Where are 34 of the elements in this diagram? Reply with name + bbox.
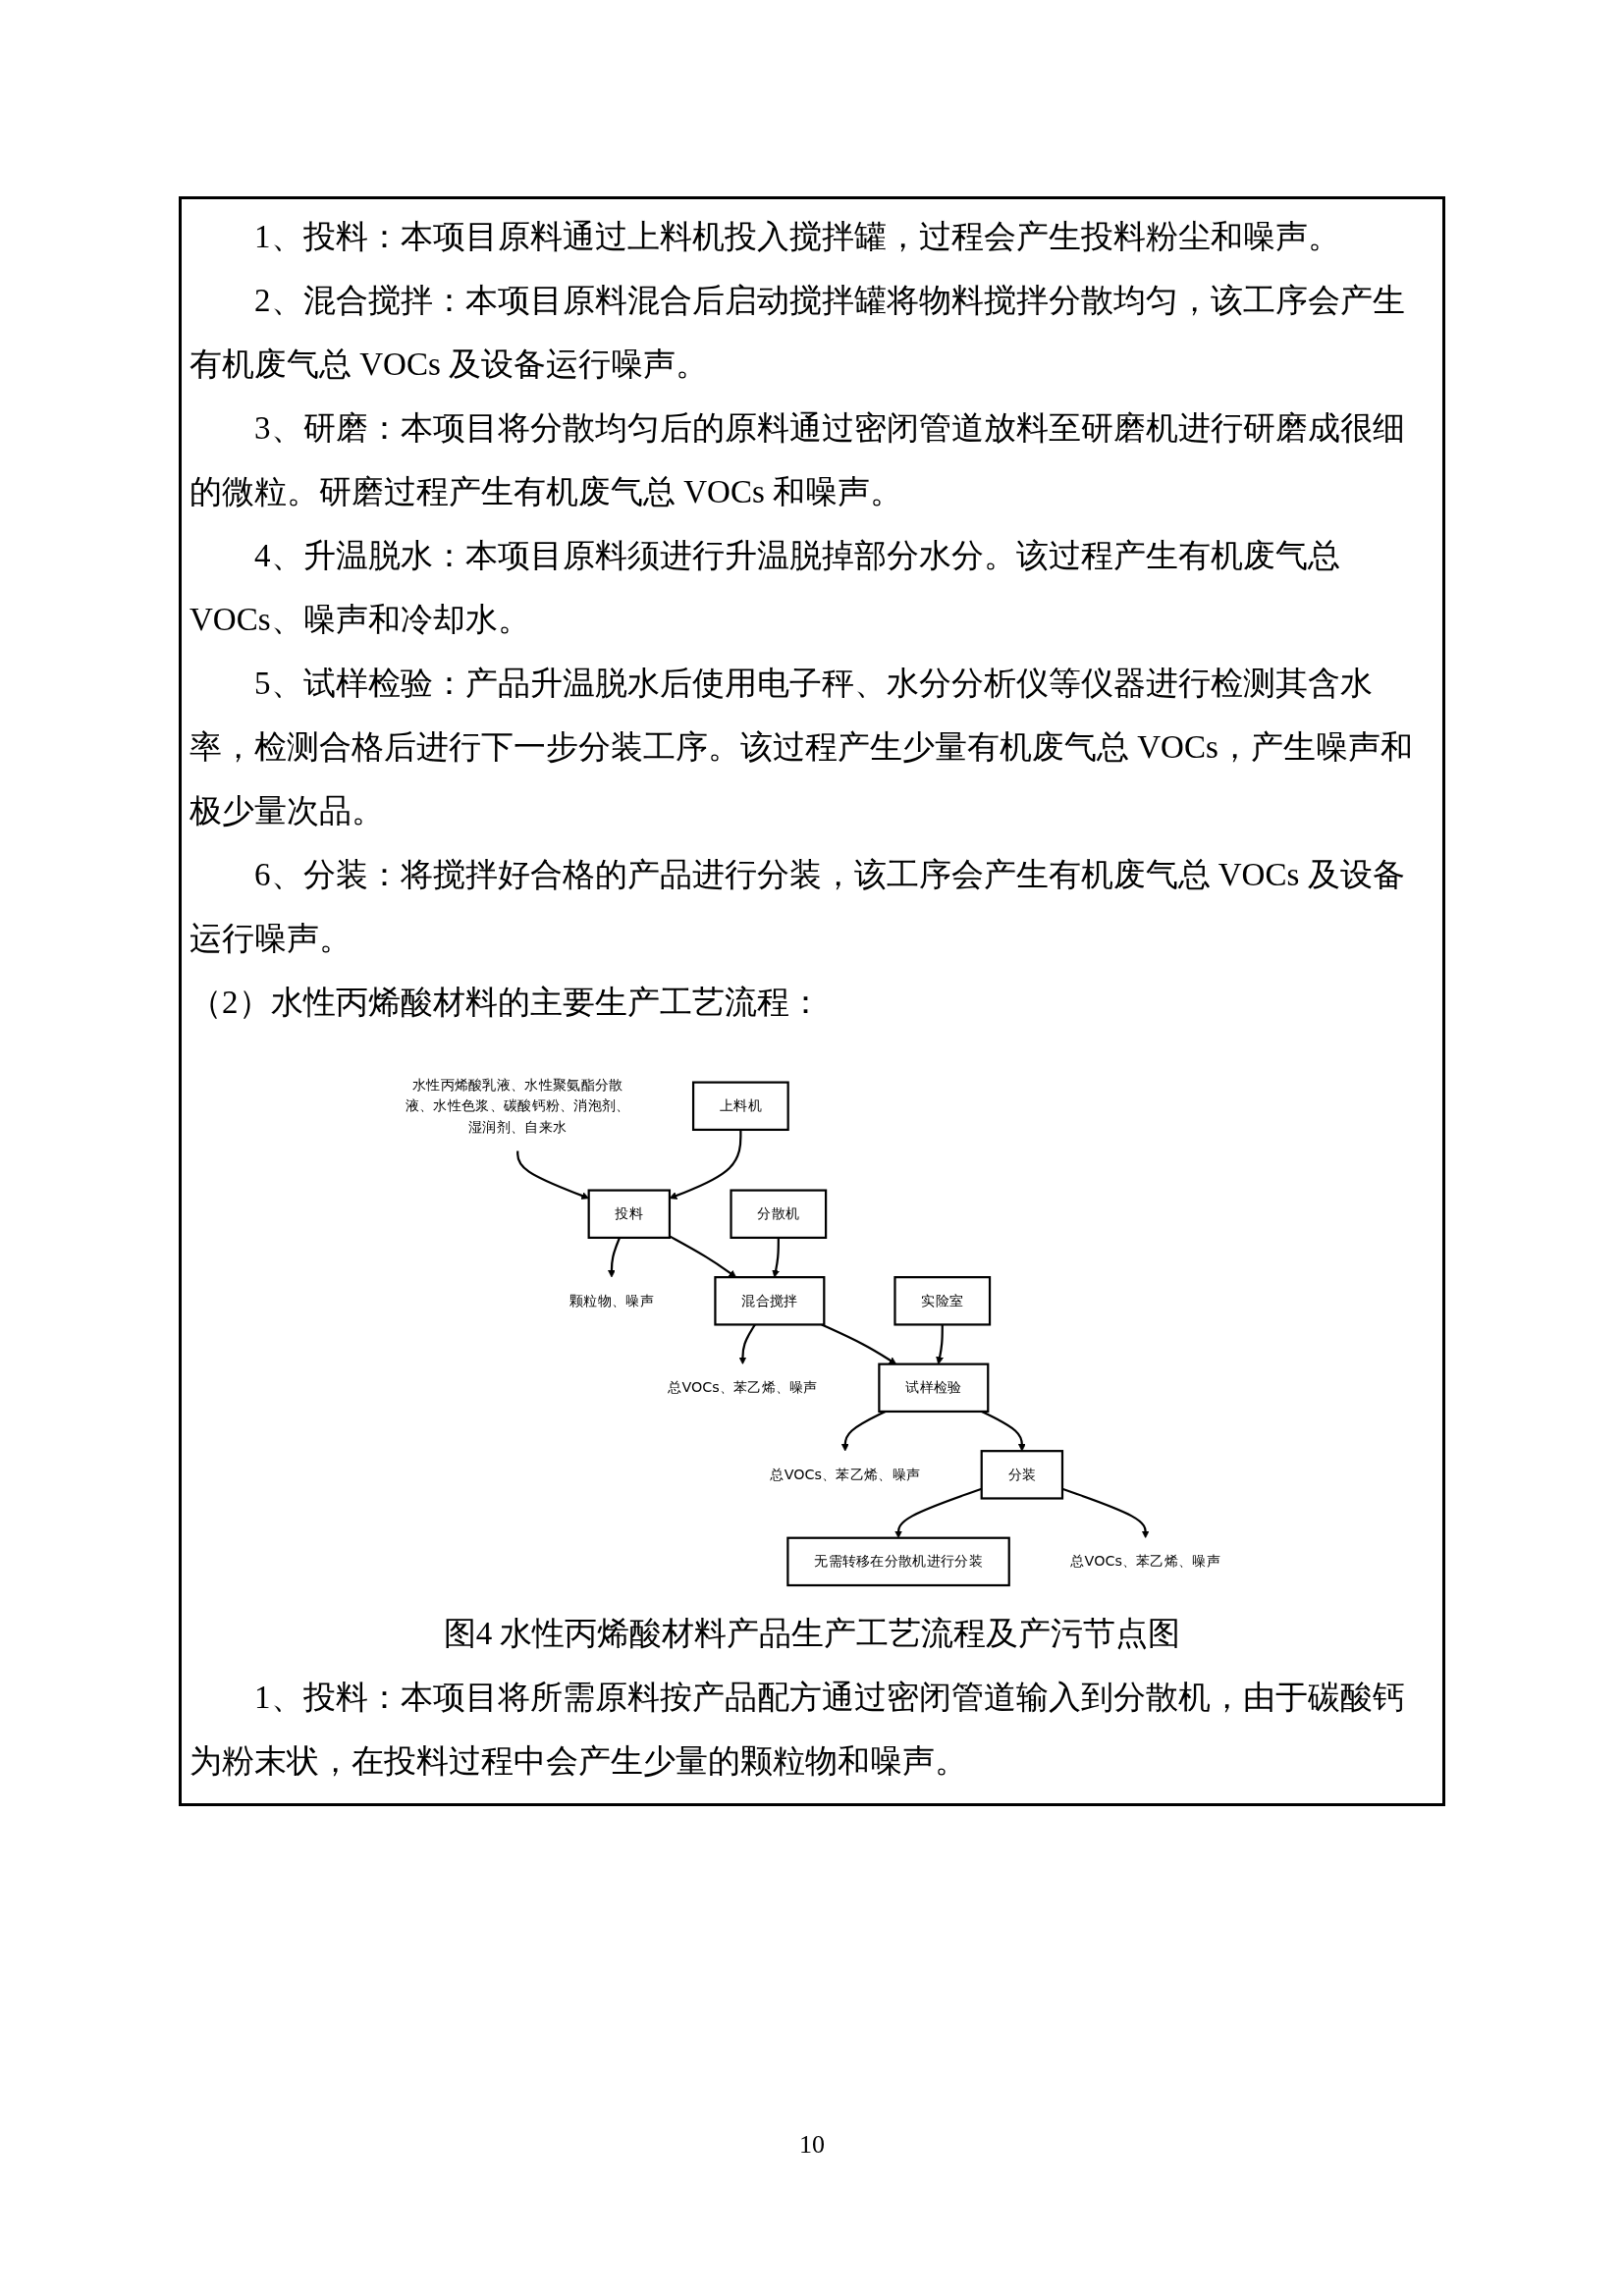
arrow — [669, 1235, 737, 1278]
arrow — [516, 1150, 589, 1200]
paragraph: 6、分装：将搅拌好合格的产品进行分装，该工序会产生有机废气总 VOCs 及设备运行噪声。 — [189, 856, 1406, 958]
arrow — [981, 1410, 1026, 1452]
node-text: 水性丙烯酸乳液、水性聚氨酯分散液、水性色浆、碳酸钙粉、消泡剂、湿润剂、自来水 — [405, 1076, 630, 1136]
paragraph: 2、混合搅拌：本项目原料混合后启动搅拌罐将物料搅拌分散均匀，该工序会产生有机废气总 VOCs 及设备运行噪声。 — [189, 282, 1406, 384]
node-box — [893, 1276, 992, 1326]
node-text: 总VOCs、苯乙烯、噪声 — [1070, 1552, 1221, 1570]
paragraph: 5、试样检验：产品升温脱水后使用电子秤、水分分析仪等仪器进行检测其含水率，检测合格后进行下一步分装工序。该过程产生少量有机废气总 VOCs，产生噪声和极少量次品。 — [189, 665, 1414, 830]
node-text: 总VOCs、苯乙烯、噪声 — [668, 1378, 818, 1396]
paragraph: （2）水性丙烯酸材料的主要生产工艺流程： — [189, 984, 823, 1022]
paragraph: 3、研磨：本项目将分散均匀后的原料通过密闭管道放料至研磨机进行研磨成很细的微粒。研磨过程产生有机废气总 VOCs 和噪声。 — [189, 409, 1406, 511]
arrow — [772, 1237, 781, 1278]
node-box — [980, 1450, 1064, 1500]
node-box — [691, 1081, 789, 1131]
arrow — [669, 1129, 742, 1200]
page-number: 10 — [798, 2130, 826, 2160]
node-text: 颗粒物、噪声 — [568, 1292, 654, 1309]
figure-caption: 图4 水性丙烯酸材料产品生产工艺流程及产污节点图 — [442, 1615, 1182, 1654]
arrow — [840, 1410, 887, 1452]
node-box — [878, 1362, 990, 1414]
node-box — [786, 1536, 1010, 1587]
arrow — [608, 1237, 622, 1278]
node-box — [587, 1189, 672, 1239]
node-box — [730, 1189, 828, 1239]
node-text: 总VOCs、苯乙烯、噪声 — [770, 1466, 921, 1483]
paragraph: 1、投料：本项目原料通过上料机投入搅拌罐，过程会产生投料粉尘和噪声。 — [253, 218, 1341, 256]
paragraph: 1、投料：本项目将所需原料按产品配方通过密闭管道输入到分散机，由于碳酸钙为粉末状，在投料过程中会产生少量的颗粒物和噪声。 — [189, 1679, 1406, 1782]
arrow — [936, 1324, 944, 1364]
node-box — [714, 1276, 826, 1326]
paragraph: 4、升温脱水：本项目原料须进行升温脱掉部分水分。该过程产生有机废气总 VOCs、噪声和冷却水。 — [189, 537, 1341, 639]
arrow — [821, 1323, 897, 1364]
flowchart-drawing: 水性丙烯酸乳液、水性聚氨酯分散液、水性色浆、碳酸钙粉、消泡剂、湿润剂、自来水 上料机 投料 颗粒物、噪声 分散机 混合搅拌 总VOCs、苯乙烯、噪声 实险室 试样检验 总VOCs、苯乙烯、噪声 无需转移在分散机进行分装 分装 总VOCs、苯乙烯、噪声 — [370, 1054, 1254, 1593]
arrow — [1061, 1487, 1150, 1539]
